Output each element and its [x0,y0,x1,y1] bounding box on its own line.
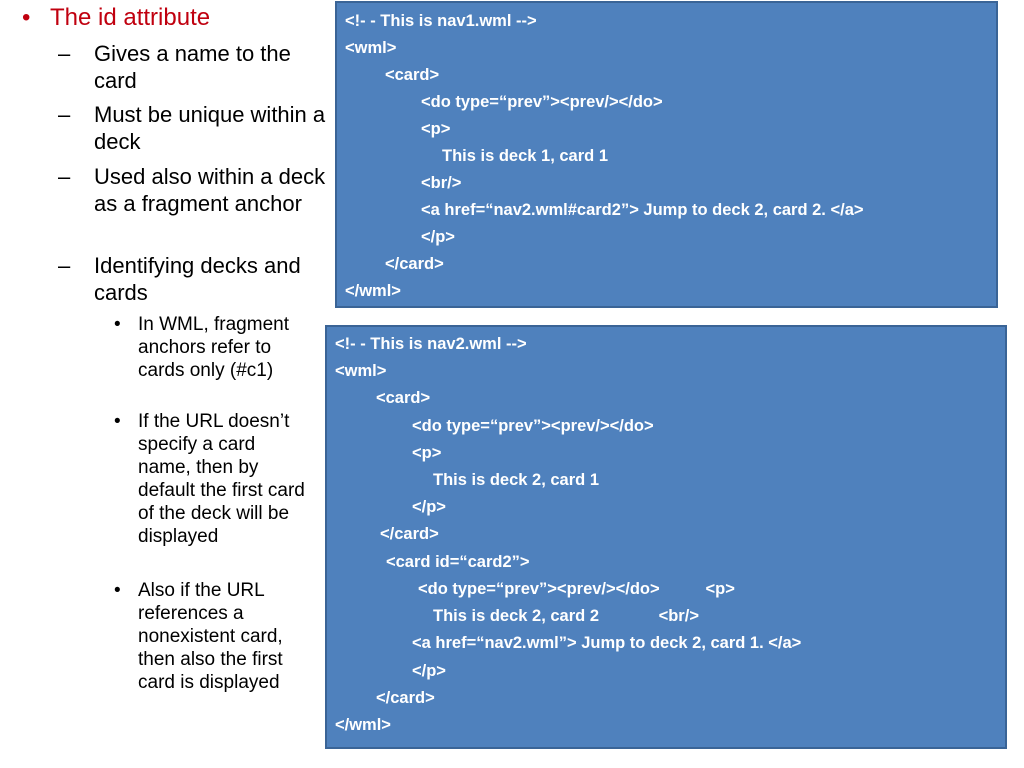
list-item-text: Used also within a deck as a fragment an… [94,164,326,216]
code-line: <card> [385,66,440,84]
bullet-glyph: • [22,4,31,31]
code-box-nav1: <!- - This is nav1.wml --> <wml> <card> … [335,1,998,308]
list-item-text: Must be unique within a deck [94,102,326,154]
heading-bullet: • The id attribute [22,4,210,32]
code-line: <do type=“prev”><prev/></do> [412,417,654,435]
sub-list-item-text: In WML, fragment anchors refer to cards … [138,314,289,381]
bullet-glyph: • [114,580,121,601]
code-line: This is deck 1, card 1 [442,147,608,165]
code-line: <br/> [421,174,462,192]
list-item-text: Identifying decks and cards [94,253,301,305]
heading-text: The id attribute [50,4,211,31]
sub-list-item-text: If the URL doesn’t specify a card name, … [138,411,305,547]
dash-glyph: – [58,253,71,278]
code-line: This is deck 2, card 1 [433,471,599,489]
code-box-nav2: <!- - This is nav2.wml --> <wml> <card> … [325,325,1007,749]
code-line: <p> [412,444,442,462]
code-line: <do type=“prev”><prev/></do> [421,93,663,111]
code-line: <card> [376,389,431,407]
code-line: <wml> [335,362,387,380]
code-line: </p> [412,662,446,680]
bullet-glyph: • [114,411,121,432]
code-line: <a href=“nav2.wml”> Jump to deck 2, card… [412,634,802,652]
code-line: </wml> [335,716,391,734]
bullet-glyph: • [114,314,121,335]
code-line: <p> [421,120,451,138]
code-line: </card> [385,255,444,273]
code-line: <a href=“nav2.wml#card2”> Jump to deck 2… [421,201,864,219]
code-line: This is deck 2, card 2 <br/> [433,607,699,625]
code-line: <!- - This is nav2.wml --> [335,335,527,353]
list-item-text: Gives a name to the card [94,41,291,93]
sub-list-item-text: Also if the URL references a nonexistent… [138,580,283,693]
code-line: </p> [412,498,446,516]
code-line: <card id=“card2”> [386,553,530,571]
dash-glyph: – [58,41,71,66]
code-line: </card> [380,525,439,543]
code-line: </card> [376,689,435,707]
code-line: </wml> [345,282,401,300]
code-line: <!- - This is nav1.wml --> [345,12,537,30]
dash-glyph: – [58,102,71,127]
code-line: </p> [421,228,455,246]
dash-glyph: – [58,164,71,189]
code-line: <wml> [345,39,397,57]
code-line: <do type=“prev”><prev/></do> <p> [418,580,735,598]
